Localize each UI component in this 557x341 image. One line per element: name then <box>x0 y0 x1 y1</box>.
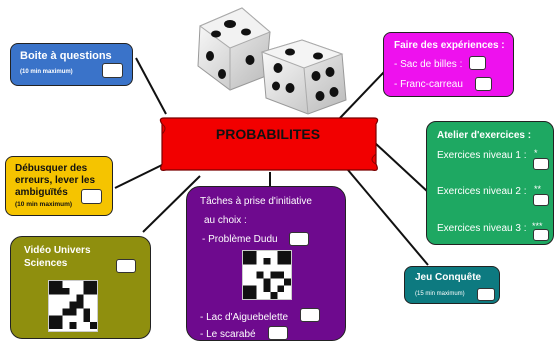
atelier-checkbox-3[interactable] <box>533 229 549 241</box>
die-right <box>260 39 347 115</box>
video-checkbox[interactable] <box>116 259 136 273</box>
node-jeu-conquete: Jeu Conquête (15 min maximum) <box>404 266 500 304</box>
connector-experiences <box>339 71 385 119</box>
connector-video <box>142 175 201 233</box>
boite-checkbox[interactable] <box>102 63 123 78</box>
experiences-checkbox-2[interactable] <box>475 77 492 91</box>
jeu-note: (15 min maximum) <box>415 291 465 297</box>
node-boite-questions: Boite à questions (10 min maximum) <box>10 43 133 86</box>
atelier-stars-3: *** <box>532 221 543 231</box>
experiences-item-1: - Sac de billes : <box>394 59 463 70</box>
video-title-2: Sciences <box>24 258 68 269</box>
dice-image <box>197 7 347 115</box>
atelier-item-1: Exercices niveau 1 : <box>437 150 527 161</box>
taches-checkbox-3[interactable] <box>268 326 288 340</box>
qr-code-icon <box>242 250 292 300</box>
atelier-stars-1: * <box>534 148 538 158</box>
atelier-title: Atelier d'exercices : <box>437 130 532 141</box>
center-title: PROBABILITES <box>215 126 321 142</box>
debusquer-title-1: Débusquer des <box>15 163 88 174</box>
taches-item-3: - Le scarabé <box>200 329 256 340</box>
qr-code-icon <box>48 280 98 332</box>
jeu-checkbox[interactable] <box>477 288 495 301</box>
video-title-1: Vidéo Univers <box>24 245 91 256</box>
experiences-item-2: - Franc-carreau <box>394 79 463 90</box>
debusquer-note: (10 min maximum) <box>15 201 73 208</box>
taches-title-2: au choix : <box>204 215 247 226</box>
connector-boite <box>135 57 167 115</box>
taches-checkbox-1[interactable] <box>289 232 309 246</box>
connector-jeu <box>347 169 429 266</box>
taches-title-1: Tâches à prise d'initiative <box>200 196 312 207</box>
node-taches: Tâches à prise d'initiative au choix : -… <box>186 186 346 341</box>
die-left <box>197 7 271 91</box>
taches-item-1: - Problème Dudu <box>202 234 278 245</box>
experiences-checkbox-1[interactable] <box>469 56 486 70</box>
node-debusquer: Débusquer des erreurs, lever les ambiguï… <box>5 156 113 216</box>
node-atelier: Atelier d'exercices : Exercices niveau 1… <box>426 121 554 245</box>
experiences-title: Faire des expériences : <box>394 40 505 51</box>
atelier-stars-2: ** <box>534 184 542 194</box>
boite-title: Boite à questions <box>20 50 112 62</box>
atelier-item-3: Exercices niveau 3 : <box>437 223 527 234</box>
taches-item-2: - Lac d'Aiguebelette <box>200 312 289 323</box>
debusquer-checkbox[interactable] <box>81 189 102 204</box>
atelier-checkbox-2[interactable] <box>533 194 549 206</box>
debusquer-title-3: ambiguïtés <box>15 187 68 198</box>
debusquer-title-2: erreurs, lever les <box>15 175 96 186</box>
connector-debusquer <box>114 164 163 189</box>
boite-note: (10 min maximum) <box>20 69 73 75</box>
center-banner <box>159 117 379 171</box>
atelier-item-2: Exercices niveau 2 : <box>437 186 527 197</box>
node-video: Vidéo Univers Sciences <box>10 236 151 339</box>
jeu-title: Jeu Conquête <box>415 272 482 283</box>
node-experiences: Faire des expériences : - Sac de billes … <box>383 32 514 97</box>
connector-atelier <box>374 142 429 193</box>
taches-checkbox-2[interactable] <box>300 308 320 322</box>
atelier-checkbox-1[interactable] <box>533 158 549 170</box>
